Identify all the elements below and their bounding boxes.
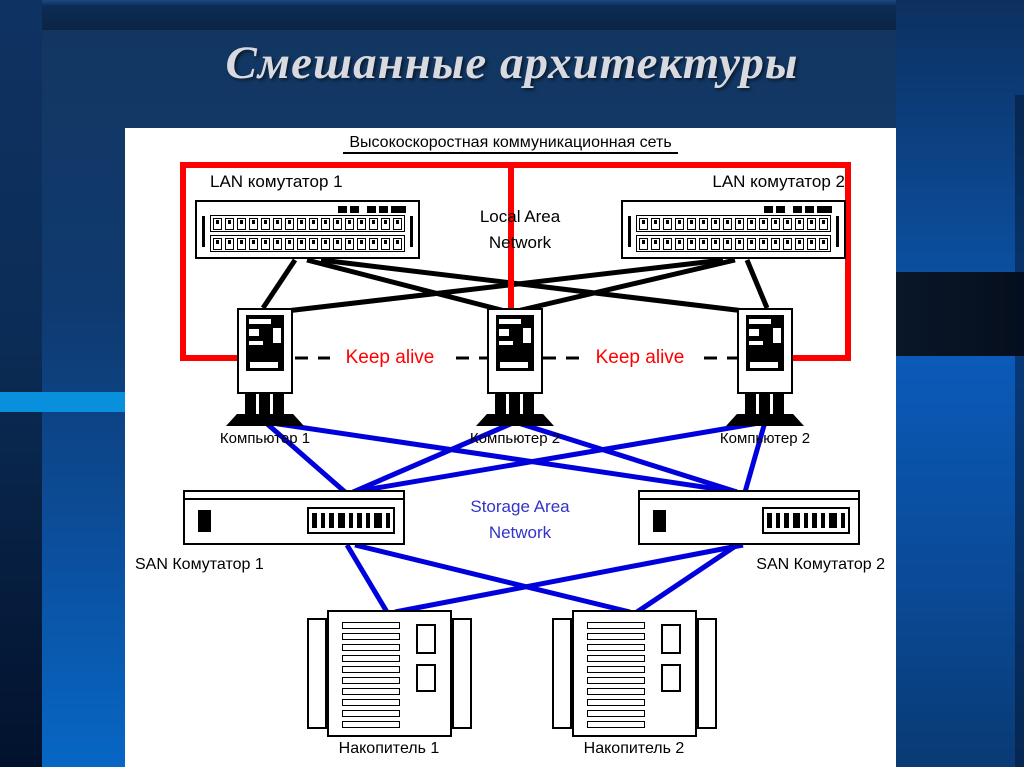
computer-base	[226, 414, 304, 426]
computer-front-panel	[496, 315, 534, 371]
switch-edge-mark	[202, 216, 205, 247]
background-left-band	[0, 0, 42, 767]
computer-2-label: Компьютер 2	[469, 430, 561, 447]
network-title-text: Высокоскоростная коммуникационная сеть	[343, 134, 678, 154]
computer-2-icon	[476, 308, 554, 426]
san-switch-1-label: SAN Комутатор 1	[135, 556, 264, 573]
storage-side-panel	[697, 618, 717, 729]
lan-switch-1-label: LAN комутатор 1	[210, 172, 343, 191]
computer-stand	[745, 394, 785, 414]
keep-alive-label-1: Keep alive	[330, 347, 450, 369]
local-area-network-label: Local Area Network	[479, 207, 561, 252]
switch-port-row	[210, 235, 405, 252]
diagram-panel: Высокоскоростная коммуникационная сеть L…	[125, 128, 896, 767]
computer-stand	[495, 394, 535, 414]
computer-3-label: Компьютер 2	[719, 430, 811, 447]
network-title: Высокоскоростная коммуникационная сеть	[125, 134, 896, 154]
san-switch-lid-line	[640, 498, 858, 500]
storage-1-icon	[307, 610, 472, 737]
connection-lines-layer	[180, 162, 851, 615]
storage-body	[327, 610, 452, 737]
storage-side-panel	[452, 618, 472, 729]
switch-led-block	[764, 206, 832, 213]
background-top-band	[0, 0, 1024, 30]
computer-front-panel	[246, 315, 284, 371]
switch-edge-mark	[836, 216, 839, 247]
storage-area-network-label: Storage Area Network	[470, 497, 570, 542]
switch-port-row	[636, 235, 831, 252]
computer-stand	[245, 394, 285, 414]
storage-2-label: Накопитель 2	[583, 740, 685, 757]
computer-1-icon	[226, 308, 304, 426]
keep-alive-label-2: Keep alive	[580, 347, 700, 369]
storage-module	[416, 664, 436, 692]
computer-base	[726, 414, 804, 426]
background-light-strip	[0, 392, 125, 412]
computer-case	[737, 308, 793, 394]
storage-body	[572, 610, 697, 737]
san-switch-1	[183, 490, 405, 545]
lan-switch-1	[195, 200, 420, 259]
storage-side-panel	[552, 618, 572, 729]
background-right-edge	[1015, 95, 1024, 767]
san-switch-port-block	[307, 507, 395, 534]
switch-edge-mark	[410, 216, 413, 247]
switch-port-row	[636, 215, 831, 232]
computer-base	[476, 414, 554, 426]
san-switch-display	[198, 510, 211, 532]
computer-3-icon	[726, 308, 804, 426]
storage-disk-slats	[342, 622, 400, 728]
computer-case	[237, 308, 293, 394]
computer-case	[487, 308, 543, 394]
background-right-dark-band	[896, 272, 1024, 356]
slide-title: Смешанные архитектуры	[225, 37, 799, 89]
switch-led-block	[338, 206, 406, 213]
lan-switch-2	[621, 200, 846, 259]
computer-front-panel	[746, 315, 784, 371]
san-switch-2	[638, 490, 860, 545]
storage-2-icon	[552, 610, 717, 737]
storage-disk-slats	[587, 622, 645, 728]
storage-module	[661, 624, 681, 654]
background-right-bottom	[896, 356, 1024, 767]
computer-1-label: Компьютер 1	[219, 430, 311, 447]
san-switch-display	[653, 510, 666, 532]
storage-module	[661, 664, 681, 692]
san-switch-lid-line	[185, 498, 403, 500]
background-right-top	[896, 0, 1024, 272]
san-switch-port-block	[762, 507, 850, 534]
storage-side-panel	[307, 618, 327, 729]
san-switch-2-label: SAN Комутатор 2	[756, 556, 885, 573]
lan-switch-2-label: LAN комутатор 2	[712, 172, 845, 191]
storage-1-label: Накопитель 1	[338, 740, 440, 757]
storage-module	[416, 624, 436, 654]
switch-edge-mark	[628, 216, 631, 247]
switch-port-row	[210, 215, 405, 232]
